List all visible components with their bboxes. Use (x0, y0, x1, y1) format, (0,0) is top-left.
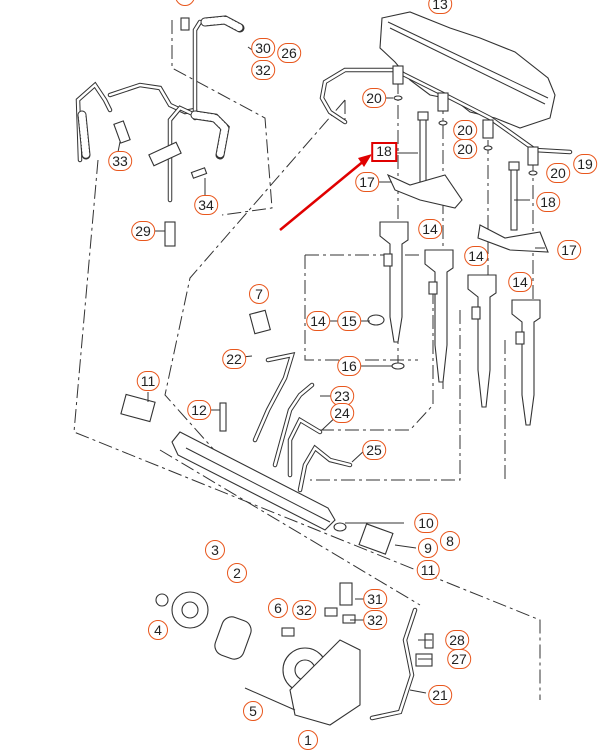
clamp-bolts (386, 111, 549, 253)
callout-20[interactable]: 20 (453, 139, 477, 159)
callout-27[interactable]: 27 (447, 649, 471, 669)
callout-32[interactable]: 32 (363, 610, 387, 630)
callout-5[interactable]: 5 (243, 701, 263, 721)
callout-32[interactable]: 32 (251, 60, 275, 80)
callout-29[interactable]: 29 (131, 221, 155, 241)
callout-3[interactable]: 3 (205, 540, 225, 560)
callout-11[interactable]: 11 (136, 371, 160, 391)
callout-14[interactable]: 14 (418, 219, 442, 239)
callout-20[interactable]: 20 (546, 163, 570, 183)
callout-15[interactable]: 15 (337, 311, 361, 331)
callout-28[interactable]: 28 (445, 630, 469, 650)
return-hoses (75, 15, 245, 247)
callout-10[interactable]: 10 (414, 513, 438, 533)
leader-lines (117, 46, 545, 694)
callout-12[interactable]: 12 (187, 400, 211, 420)
injectors (367, 221, 541, 426)
callout-22[interactable]: 22 (222, 349, 246, 369)
highlight-arrow (279, 154, 372, 231)
callout-17[interactable]: 17 (557, 240, 581, 260)
callout-17[interactable]: 17 (355, 172, 379, 192)
callout-8[interactable]: 8 (440, 531, 460, 551)
callout-31[interactable]: 31 (363, 589, 387, 609)
callout-34[interactable]: 34 (194, 195, 218, 215)
callout-21[interactable]: 21 (428, 685, 452, 705)
leak-off-line (319, 65, 573, 176)
callout-24[interactable]: 24 (330, 403, 354, 423)
callout-16[interactable]: 16 (337, 356, 361, 376)
callout-6[interactable]: 6 (268, 598, 288, 618)
callout-13[interactable]: 13 (428, 0, 452, 14)
high-pressure-pump (155, 582, 434, 726)
callout-25[interactable]: 25 (362, 440, 386, 460)
fuel-rail (120, 309, 394, 555)
callout-9[interactable]: 9 (418, 538, 438, 558)
callout-33[interactable]: 33 (108, 151, 132, 171)
callout-18[interactable]: 18 (536, 192, 560, 212)
callout-30[interactable]: 30 (251, 38, 275, 58)
callout-18-highlighted[interactable]: 18 (371, 142, 397, 162)
callout-1[interactable]: 1 (298, 730, 318, 750)
callout-14[interactable]: 14 (508, 272, 532, 292)
callout-14[interactable]: 14 (464, 246, 488, 266)
callout-2[interactable]: 2 (227, 563, 247, 583)
callout-4[interactable]: 4 (148, 620, 168, 640)
callout-26[interactable]: 26 (277, 43, 301, 63)
callout-20[interactable]: 20 (362, 88, 386, 108)
callout-32[interactable]: 32 (292, 600, 316, 620)
callout-14[interactable]: 14 (306, 311, 330, 331)
callout-19[interactable]: 19 (573, 154, 597, 174)
callout-7[interactable]: 7 (249, 284, 269, 304)
callout-20[interactable]: 20 (453, 120, 477, 140)
callout-11[interactable]: 11 (416, 560, 440, 580)
